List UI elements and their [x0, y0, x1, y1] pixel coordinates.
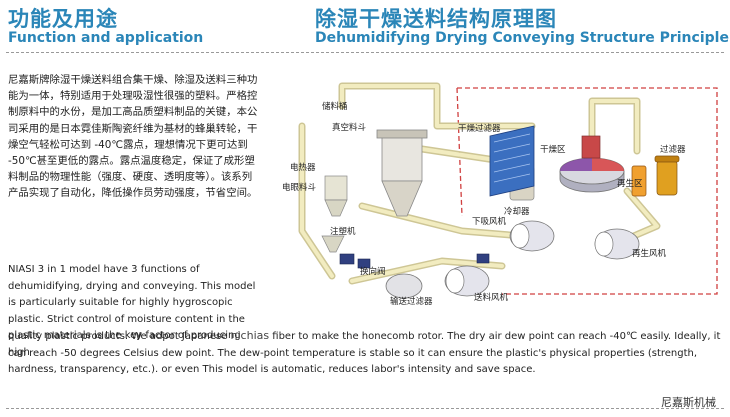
label-cooler: 冷却器: [504, 206, 530, 217]
brand-footer: 尼嘉斯机械: [661, 396, 716, 409]
label-valve: 换向阀: [360, 266, 386, 277]
structure-diagram: 储料桶 真空料斗 干燥过滤器 干燥区 过滤器 电热器 电眼料斗 再生区 冷却器 …: [282, 82, 718, 307]
label-hopper: 储料桶: [322, 101, 348, 112]
top-divider: [6, 52, 724, 53]
label-heater: 电热器: [290, 162, 316, 173]
description-en-part2: fiber to make the honecomb rotor. The dr…: [8, 331, 721, 375]
nichias-brand-mark: nichias: [230, 329, 270, 342]
diagram-labels: 储料桶 真空料斗 干燥过滤器 干燥区 过滤器 电热器 电眼料斗 再生区 冷却器 …: [282, 101, 686, 307]
regen-blower-icon: [594, 228, 640, 260]
description-cn: 尼嘉斯牌除湿干燥送料组合集干燥、除湿及送料三种功能为一体，特别适用于处理吸湿性很…: [8, 74, 258, 200]
label-vacuum-hopper: 真空料斗: [332, 122, 367, 133]
dehumidify-region-border: [457, 87, 718, 295]
function-title-en: Function and application: [8, 30, 204, 46]
label-injection: 注塑机: [330, 226, 356, 237]
function-title-cn: 功能及用途: [8, 7, 118, 31]
label-electric-hopper: 电眼料斗: [282, 182, 317, 193]
description-en-wide: quality plastic products. We adpot Japan…: [8, 328, 724, 379]
principle-title-en: Dehumidifying Drying Conveying Structure…: [315, 30, 729, 46]
cooler-icon: [489, 125, 535, 197]
vacuum-hopper-icon: [376, 129, 428, 217]
description-en-part1: quality plastic products. We adpot Japan…: [8, 331, 231, 342]
label-regen-zone: 再生区: [617, 178, 643, 189]
label-filter: 过滤器: [660, 144, 686, 155]
label-dry-blower: 下吸风机: [472, 216, 507, 227]
label-regen-blower: 再生风机: [632, 248, 667, 259]
dry-blower-icon: [509, 220, 555, 252]
electric-hopper-icon: [324, 175, 348, 217]
label-dry-filter: 干燥过滤器: [458, 123, 501, 134]
principle-title-cn: 除湿干燥送料结构原理图: [315, 7, 557, 31]
bottom-divider: [6, 408, 724, 409]
label-dry-zone: 干燥区: [540, 144, 566, 155]
heater-icon: [631, 165, 647, 197]
honeycomb-rotor-icon: [559, 135, 625, 193]
label-delivery-blower: 送料风机: [474, 292, 509, 303]
description-en-narrow: NIASI 3 in 1 model have 3 functions of d…: [8, 264, 256, 358]
label-delivery-filter: 输送过滤器: [390, 296, 433, 307]
delivery-blower-icon: [444, 265, 490, 297]
filter-icon: [654, 155, 680, 196]
delivery-filter-icon: [385, 273, 423, 299]
injection-machine-icon: [321, 235, 345, 253]
switch-valve-icon: [339, 253, 490, 269]
